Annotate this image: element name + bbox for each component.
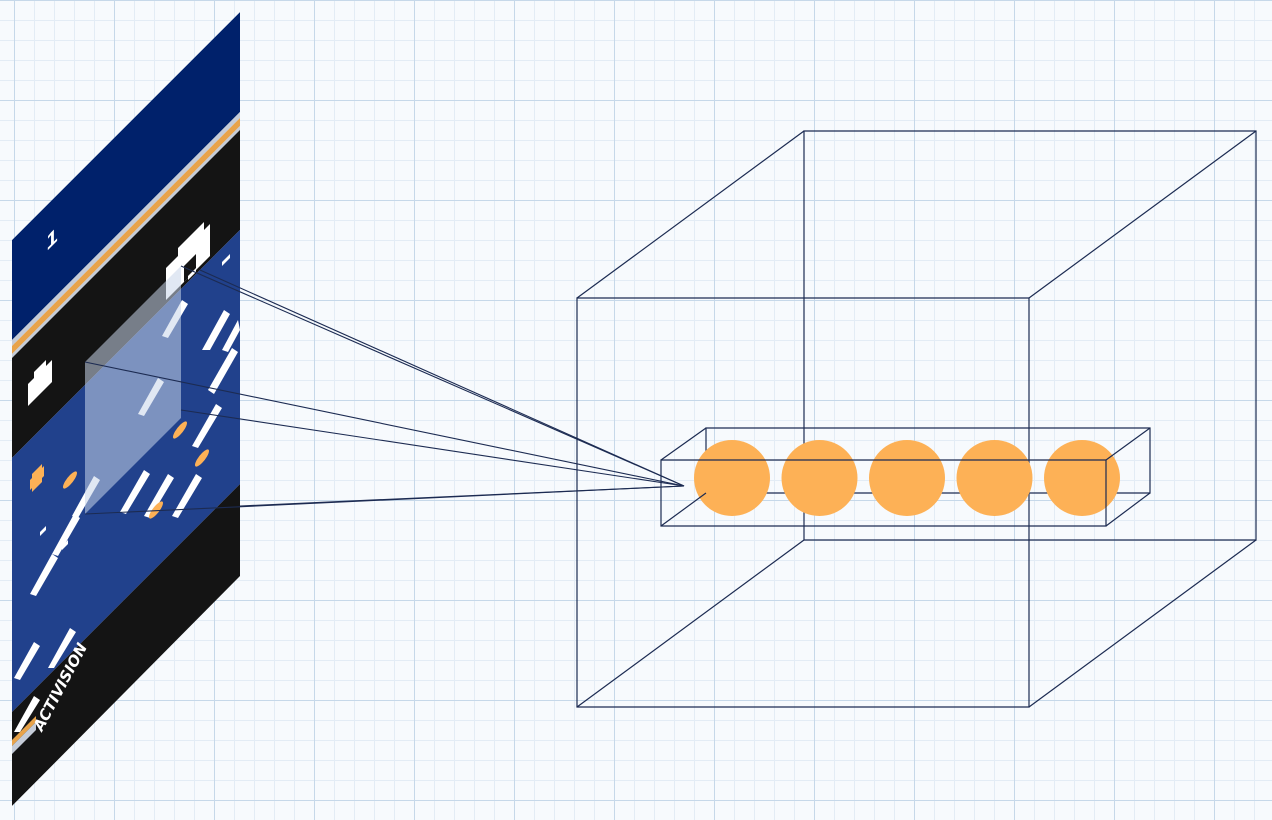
player-igloo-icon: [28, 360, 52, 406]
bottom-stripe-orange: [12, 716, 36, 746]
bird-sprites: [40, 254, 230, 550]
bottom-stripe-light: [12, 722, 36, 754]
shore-band: [12, 130, 240, 458]
bottom-band: [12, 484, 240, 806]
feature-unit-1: [694, 440, 770, 516]
feature-unit-4: [956, 440, 1033, 516]
horizon-stripe-light-2: [12, 126, 240, 358]
feature-vector: [660, 427, 1151, 527]
projection-lines: [84, 265, 685, 515]
tensor-cube: [576, 130, 1257, 708]
vector-box-front: [660, 427, 1151, 527]
feature-unit-5: [1044, 440, 1120, 516]
feature-unit-2: [781, 440, 858, 516]
receptive-field: [85, 266, 181, 514]
player-sprite: [30, 464, 44, 492]
crab-sprites: [63, 421, 209, 519]
feature-unit-3: [869, 440, 945, 516]
horizon-stripe-orange: [12, 118, 240, 354]
feature-units: [694, 440, 1120, 516]
sky-region: [12, 12, 240, 340]
game-frame: 1 ACTIVISION: [12, 12, 240, 806]
horizon-stripe-light: [12, 112, 240, 346]
